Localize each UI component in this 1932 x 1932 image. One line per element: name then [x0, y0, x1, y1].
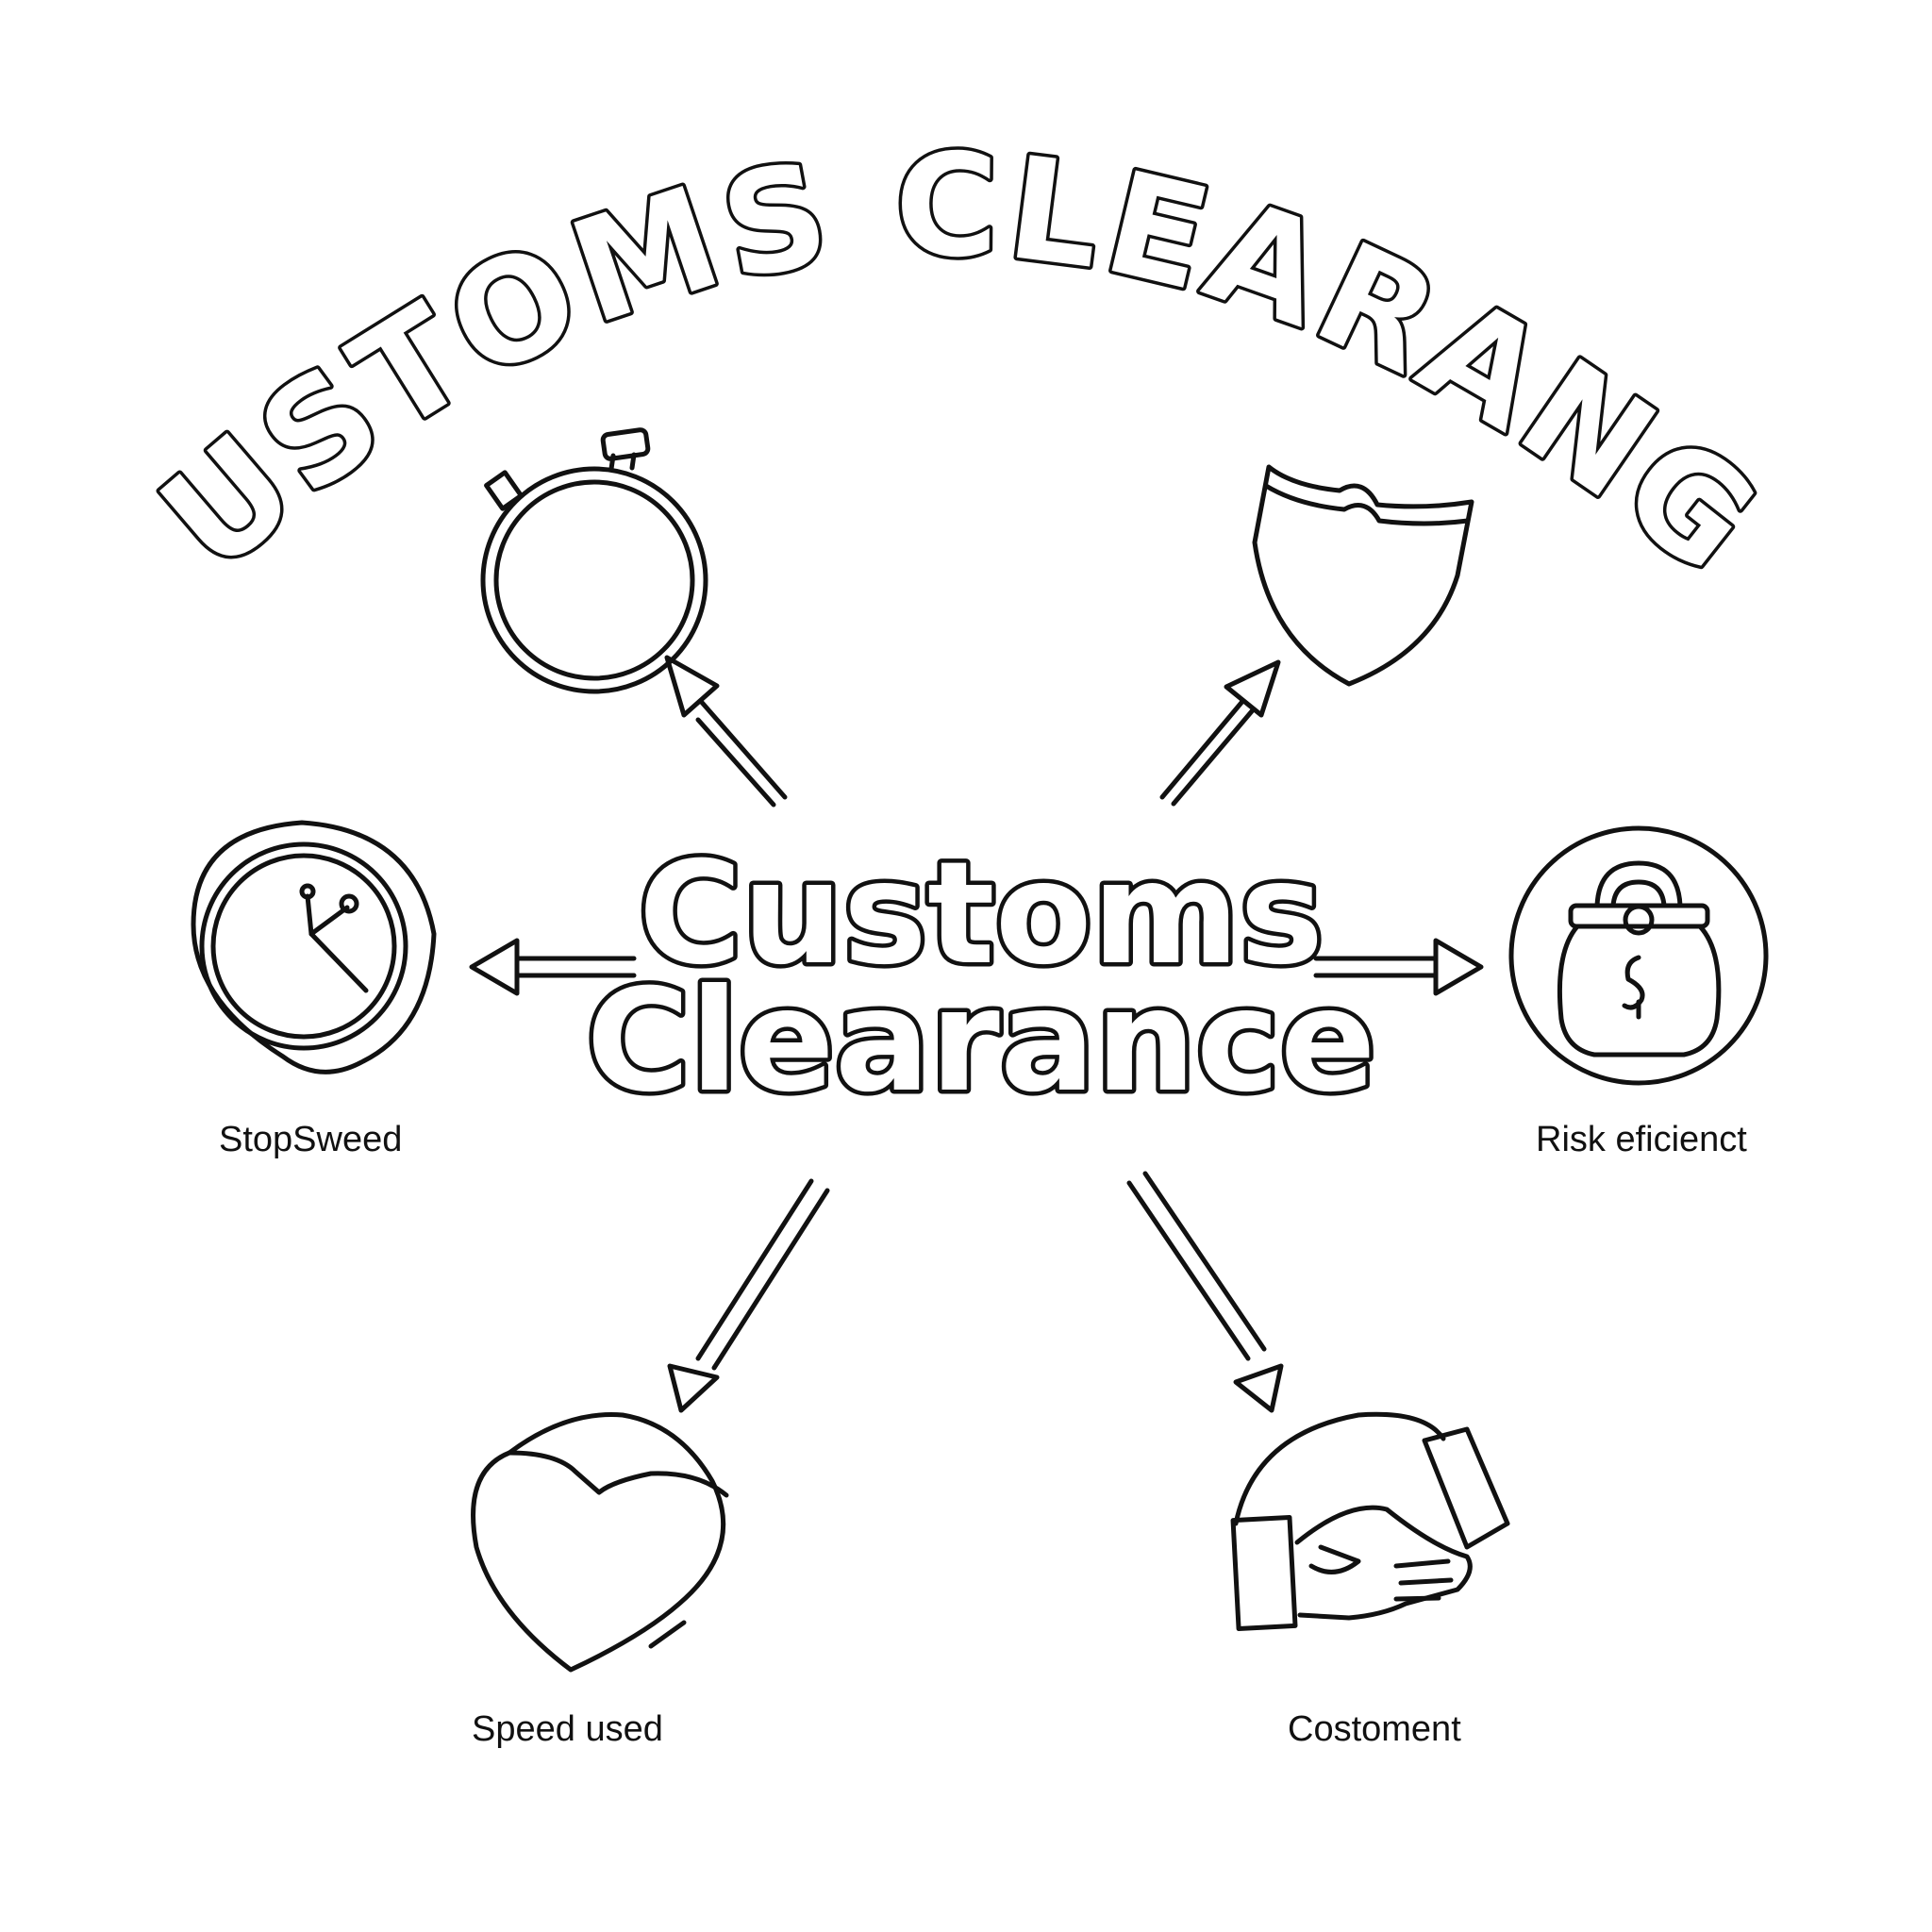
arc-title: CUSTOMS CLEARANGE	[0, 0, 1790, 608]
arrow-to-top-right	[1159, 659, 1281, 807]
arrow-to-bottom-right	[1126, 1171, 1284, 1413]
label-bottom-right: Costoment	[1288, 1709, 1461, 1749]
label-left: StopSweed	[219, 1120, 402, 1159]
label-right: Risk eficienct	[1536, 1120, 1747, 1159]
handshake-icon	[1230, 1411, 1510, 1631]
heart-icon	[471, 1412, 729, 1673]
clock-icon	[191, 820, 437, 1074]
label-bottom-left: Speed used	[472, 1709, 663, 1749]
stopwatch-icon	[480, 427, 708, 694]
arrow-to-top-left	[664, 655, 788, 808]
center-title-line2: Clearance	[586, 959, 1375, 1124]
arrow-to-right	[1313, 938, 1484, 996]
arrow-to-left	[469, 938, 637, 996]
lock-icon	[1508, 825, 1769, 1086]
shield-icon	[1252, 464, 1474, 687]
center-title-line1: Customs	[639, 832, 1324, 996]
arrow-to-bottom-left	[667, 1178, 830, 1413]
